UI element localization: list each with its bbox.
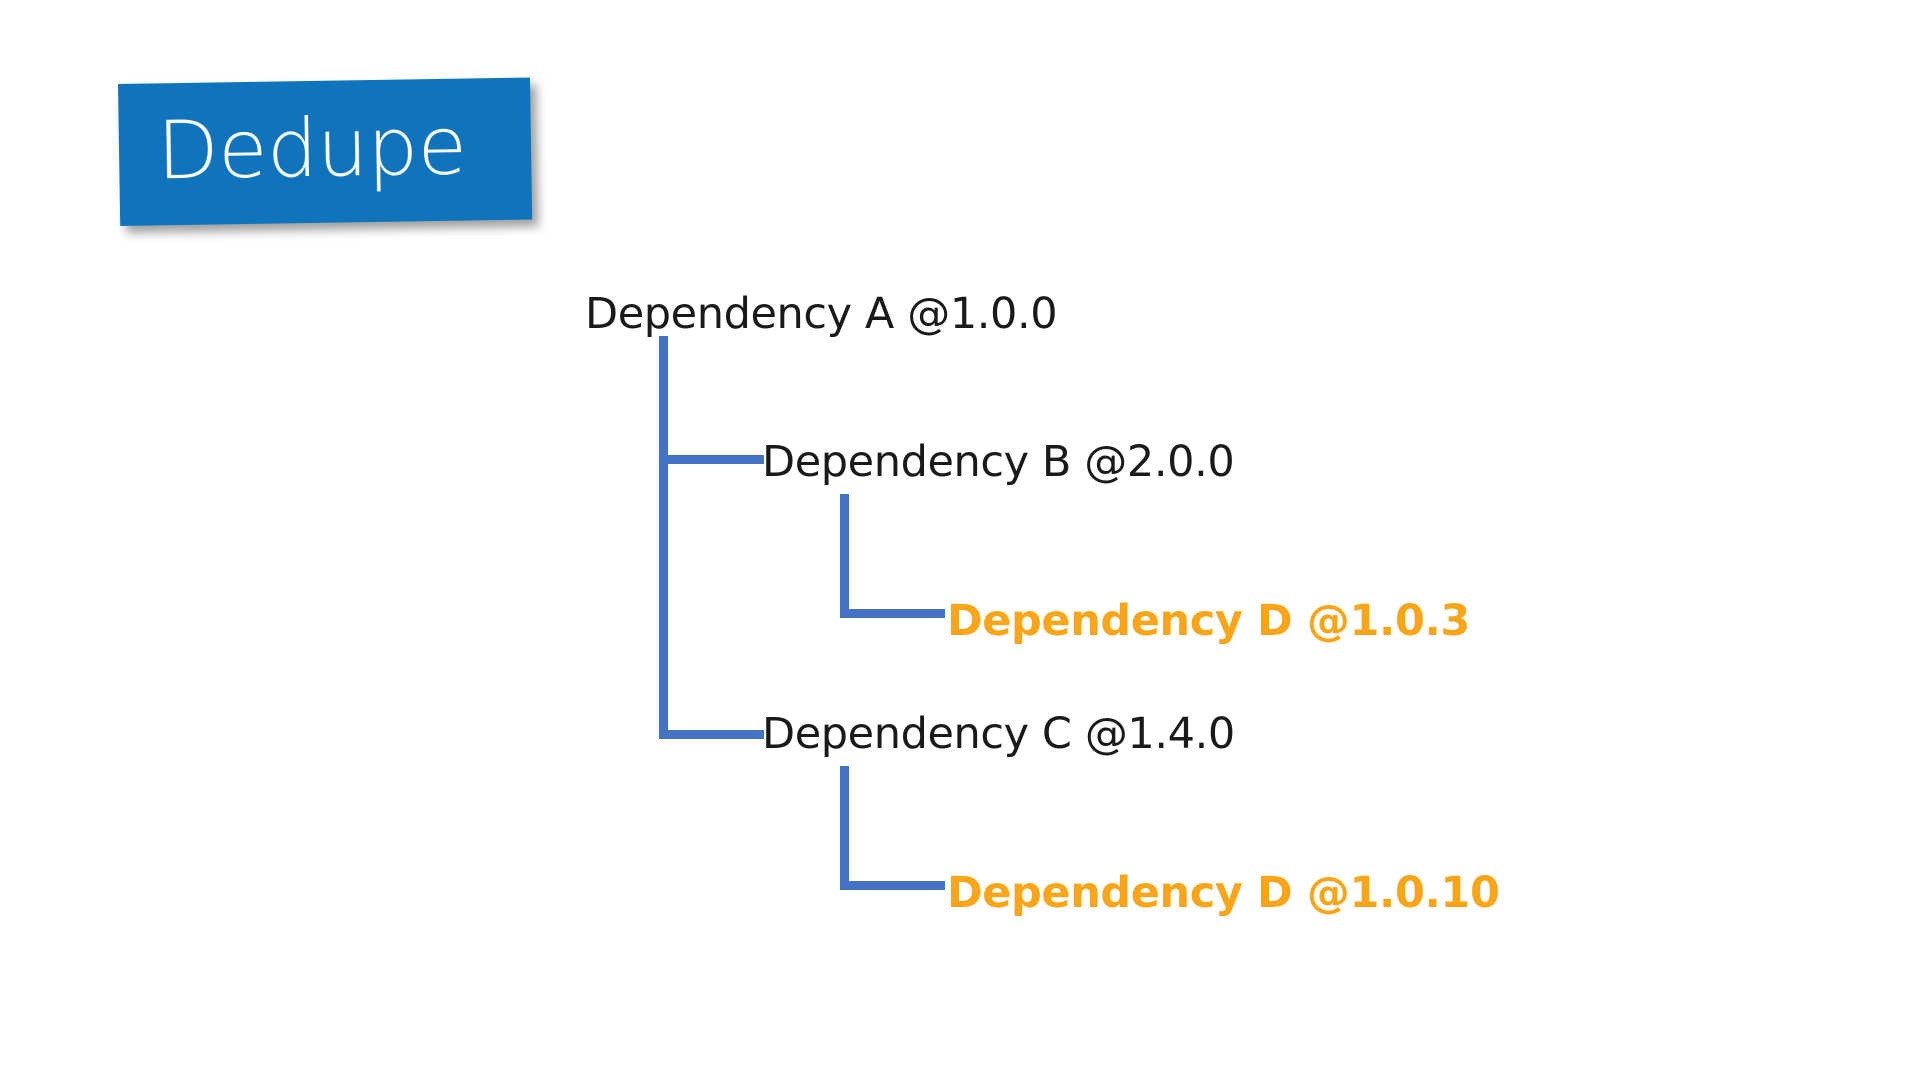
tree-node-dependency-d-1-0-3: Dependency D @1.0.3	[947, 596, 1470, 646]
connector-b-to-d	[840, 609, 945, 618]
connector-c-trunk	[840, 766, 849, 890]
tree-node-dependency-d-1-0-10: Dependency D @1.0.10	[947, 868, 1500, 918]
tree-node-dependency-b: Dependency B @2.0.0	[762, 437, 1235, 487]
connector-a-to-b	[659, 455, 764, 464]
tree-node-dependency-c: Dependency C @1.4.0	[762, 709, 1235, 759]
tree-node-dependency-a: Dependency A @1.0.0	[585, 289, 1058, 339]
connector-c-to-d	[840, 881, 945, 890]
connector-a-trunk	[659, 336, 668, 739]
connector-b-trunk	[840, 494, 849, 618]
connector-a-to-c	[659, 730, 764, 739]
